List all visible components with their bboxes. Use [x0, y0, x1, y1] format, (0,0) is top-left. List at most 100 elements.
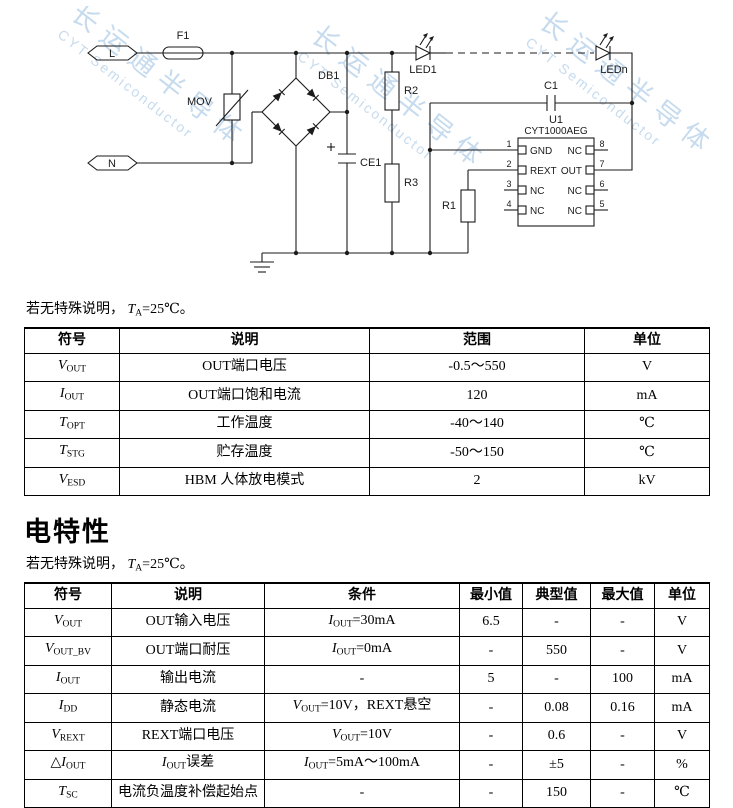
table-row: VOUT_BV OUT端口耐压 IOUT=0mA - 550 - V	[25, 637, 710, 666]
pin-name: REXT	[530, 166, 557, 177]
pin-name: GND	[530, 146, 552, 157]
cell-typ: -	[523, 608, 591, 637]
table-row: TOPT 工作温度 -40～140 ℃	[25, 410, 710, 439]
table-header-row: 符号 说明 条件 最小值 典型值 最大值 单位	[25, 583, 710, 609]
led1-symbol	[416, 46, 430, 60]
cell-unit: V	[585, 353, 710, 382]
cell-unit: mA	[585, 382, 710, 411]
cell-min: -	[460, 637, 523, 666]
col-header-description: 说明	[120, 328, 370, 354]
table-row: VOUT OUT输入电压 IOUT=30mA 6.5 - - V	[25, 608, 710, 637]
cell-description: OUT端口耐压	[112, 637, 265, 666]
cell-condition: IOUT=5mA～100mA	[265, 751, 460, 780]
chip-part-number-label: CYT1000AEG	[524, 126, 588, 137]
cell-condition: -	[265, 779, 460, 808]
cell-range: -50～150	[370, 439, 585, 468]
table-row: VESD HBM 人体放电模式 2 kV	[25, 467, 710, 496]
table-row: IOUT OUT端口饱和电流 120 mA	[25, 382, 710, 411]
cell-symbol: TSC	[25, 779, 112, 808]
cell-range: 120	[370, 382, 585, 411]
cell-max: -	[591, 751, 655, 780]
cell-unit: mA	[655, 694, 710, 723]
resistor-r1-label: R1	[442, 200, 456, 212]
cell-unit: kV	[585, 467, 710, 496]
cell-unit: V	[655, 608, 710, 637]
cell-unit: V	[655, 722, 710, 751]
cell-typ: ±5	[523, 751, 591, 780]
col-header-max: 最大值	[591, 583, 655, 609]
cell-description: 电流负温度补偿起始点	[112, 779, 265, 808]
cell-symbol: VESD	[25, 467, 120, 496]
table-row: VOUT OUT端口电压 -0.5～550 V	[25, 353, 710, 382]
cell-description: IOUT误差	[112, 751, 265, 780]
cell-symbol: VOUT_BV	[25, 637, 112, 666]
cell-symbol: △IOUT	[25, 751, 112, 780]
table-row: △IOUT IOUT误差 IOUT=5mA～100mA - ±5 - %	[25, 751, 710, 780]
cap-c1-label: C1	[544, 80, 558, 92]
fuse-label: F1	[177, 30, 190, 42]
cell-symbol: IOUT	[25, 665, 112, 694]
cell-typ: 0.6	[523, 722, 591, 751]
cell-min: 6.5	[460, 608, 523, 637]
pin-name: NC	[530, 186, 544, 197]
cell-description: OUT输入电压	[112, 608, 265, 637]
varistor-label: MOV	[187, 96, 213, 108]
table-row: IDD 静态电流 VOUT=10V，REXT悬空 - 0.08 0.16 mA	[25, 694, 710, 723]
cell-description: OUT端口电压	[120, 353, 370, 382]
resistor-r3-symbol	[385, 164, 399, 202]
absolute-maximum-ratings-table: 符号 说明 范围 单位 VOUT OUT端口电压 -0.5～550 V IOUT…	[24, 327, 710, 497]
condition-note: 若无特殊说明， TA=25℃。	[26, 301, 709, 323]
cell-description: HBM 人体放电模式	[120, 467, 370, 496]
neutral-terminal-label: N	[108, 158, 116, 170]
cell-min: -	[460, 779, 523, 808]
cell-typ: -	[523, 665, 591, 694]
cell-max: -	[591, 779, 655, 808]
watermark-cn-text: 长运通半导体	[306, 20, 495, 177]
application-circuit-schematic: 长运通半导体 CYT Semiconductor 长运通半导体 CYT Semi…	[24, 6, 709, 294]
cell-min: -	[460, 722, 523, 751]
col-header-unit: 单位	[585, 328, 710, 354]
col-header-symbol: 符号	[25, 328, 120, 354]
cell-symbol: VOUT	[25, 608, 112, 637]
cell-max: -	[591, 637, 655, 666]
electrical-characteristics-table: 符号 说明 条件 最小值 典型值 最大值 单位 VOUT OUT输入电压 IOU…	[24, 582, 710, 808]
pin-number: 3	[506, 179, 511, 189]
cell-min: -	[460, 694, 523, 723]
cell-description: 贮存温度	[120, 439, 370, 468]
cell-max: 100	[591, 665, 655, 694]
table-row: TSC 电流负温度补偿起始点 - - 150 - ℃	[25, 779, 710, 808]
resistor-r1-symbol	[461, 190, 475, 222]
cell-unit: %	[655, 751, 710, 780]
cell-typ: 150	[523, 779, 591, 808]
pin-name: NC	[568, 206, 582, 217]
col-header-unit: 单位	[655, 583, 710, 609]
cell-description: 工作温度	[120, 410, 370, 439]
col-header-condition: 条件	[265, 583, 460, 609]
cell-condition: IOUT=0mA	[265, 637, 460, 666]
table-row: IOUT 输出电流 - 5 - 100 mA	[25, 665, 710, 694]
pin-number: 6	[599, 179, 604, 189]
cell-condition: -	[265, 665, 460, 694]
pin-number: 1	[506, 139, 511, 149]
cell-unit: mA	[655, 665, 710, 694]
cell-unit: V	[655, 637, 710, 666]
cell-symbol: VOUT	[25, 353, 120, 382]
bridge-rectifier-symbol	[262, 78, 330, 146]
cap-ce1-label: CE1	[360, 157, 381, 169]
col-header-typ: 典型值	[523, 583, 591, 609]
cell-max: -	[591, 722, 655, 751]
cell-description: OUT端口饱和电流	[120, 382, 370, 411]
cell-range: -0.5～550	[370, 353, 585, 382]
cell-unit: ℃	[585, 410, 710, 439]
cell-typ: 0.08	[523, 694, 591, 723]
cell-typ: 550	[523, 637, 591, 666]
col-header-range: 范围	[370, 328, 585, 354]
col-header-min: 最小值	[460, 583, 523, 609]
cell-description: REXT端口电压	[112, 722, 265, 751]
table-row: TSTG 贮存温度 -50～150 ℃	[25, 439, 710, 468]
cell-min: 5	[460, 665, 523, 694]
cell-description: 输出电流	[112, 665, 265, 694]
pin-number: 5	[599, 199, 604, 209]
pin-name: OUT	[561, 166, 582, 177]
ground-symbol	[250, 253, 274, 272]
